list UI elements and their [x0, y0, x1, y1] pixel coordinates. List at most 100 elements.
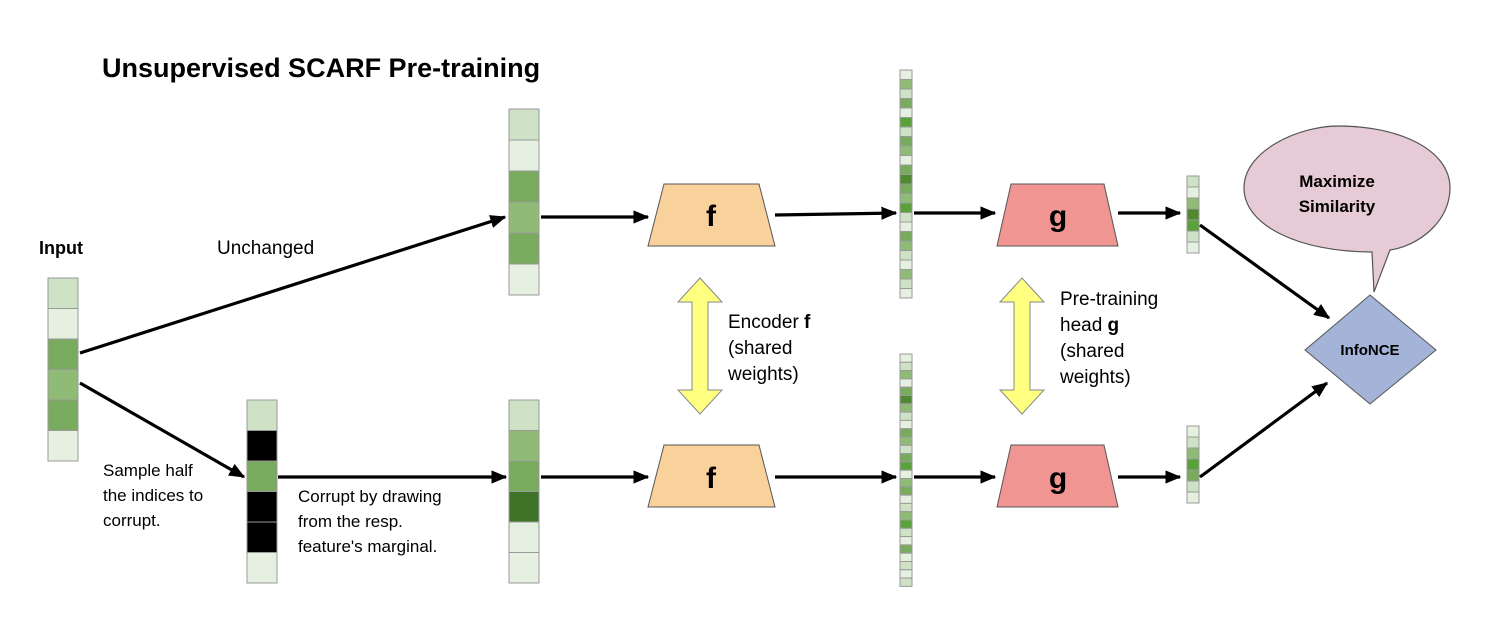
encoder-caption-word: Encoder [728, 312, 804, 333]
projection-bottom-vector [1186, 425, 1200, 504]
vector-cell [1186, 241, 1200, 254]
vector-cell [1186, 425, 1200, 438]
vector-cell [899, 494, 913, 504]
vector-cell [899, 552, 913, 563]
vector-cell [899, 250, 913, 261]
vector-cell [1186, 230, 1200, 243]
encoder-bottom-block [647, 444, 776, 508]
vector-cell [899, 444, 913, 455]
vector-cell [899, 511, 913, 521]
vector-cell [1186, 447, 1200, 460]
vector-cell [899, 174, 913, 185]
vector-cell [899, 288, 913, 299]
vector-cell [899, 569, 913, 579]
unchanged-label: Unchanged [217, 238, 314, 259]
input-label: Input [39, 238, 83, 258]
vector-cell [47, 338, 79, 370]
vector-cell [1186, 197, 1200, 210]
arrow-input-to-mask [79, 381, 246, 479]
vector-cell [899, 79, 913, 90]
vector-cell [899, 361, 913, 372]
bubble-label-line-1: Maximize [1299, 172, 1375, 191]
vector-cell [899, 502, 913, 513]
vector-cell [899, 98, 913, 109]
vector-cell [899, 536, 913, 546]
vector-cell [899, 278, 913, 289]
sample-caption-line-3: corrupt. [103, 511, 161, 530]
bubble-label-line-2: Similarity [1299, 197, 1376, 216]
arrow-encoder-to-embedding-top [774, 206, 898, 220]
vector-cell [899, 145, 913, 156]
vector-cell [899, 202, 913, 213]
vector-cell [47, 308, 79, 340]
encoder-caption-line-3: weights) [727, 364, 799, 385]
vector-cell [899, 155, 913, 166]
vector-cell [899, 212, 913, 223]
vector-cell [508, 108, 540, 141]
vector-cell [899, 395, 913, 405]
vector-cell [47, 399, 79, 431]
vector-cell [899, 486, 913, 496]
vector-cell [899, 527, 913, 538]
vector-cell [246, 430, 278, 462]
encoder-caption-line-1: Encoder f [728, 312, 811, 333]
vector-cell [899, 183, 913, 194]
corrupt-caption-line-2: from the resp. [298, 512, 403, 531]
vector-cell [899, 386, 913, 397]
unchanged-vector [508, 108, 540, 296]
embedding-top-vector [899, 69, 913, 299]
vector-cell [899, 126, 913, 137]
vector-cell [1186, 208, 1200, 221]
vector-cell [899, 107, 913, 118]
vector-cell [508, 430, 540, 462]
vector-cell [899, 478, 913, 488]
vector-cell [899, 561, 913, 571]
head-caption-line-4: weights) [1059, 367, 1131, 388]
vector-cell [1186, 491, 1200, 504]
vector-cell [899, 240, 913, 251]
corrupted-vector [508, 399, 540, 584]
vector-cell [1186, 175, 1200, 188]
vector-cell [246, 460, 278, 492]
vector-cell [246, 399, 278, 431]
page-title: Unsupervised SCARF Pre-training [102, 53, 540, 83]
vector-cell [899, 231, 913, 242]
vector-cell [508, 552, 540, 584]
vector-cell [899, 259, 913, 270]
vector-cell [899, 577, 913, 587]
vector-cell [899, 193, 913, 204]
projection-top-vector [1186, 175, 1200, 254]
vector-cell [508, 521, 540, 553]
encoder-bottom-label: f [706, 462, 717, 495]
vector-cell [508, 399, 540, 431]
infonce-loss-node [1304, 294, 1437, 405]
vector-cell [899, 428, 913, 438]
vector-cell [899, 453, 913, 463]
vector-cell [899, 461, 913, 471]
sample-caption-line-1: Sample half [103, 461, 193, 480]
vector-cell [899, 411, 913, 421]
encoder-top-label: f [706, 200, 717, 233]
head-caption-line-1: Pre-training [1060, 289, 1158, 310]
corruption-mask-vector [246, 399, 278, 584]
vector-cell [508, 201, 540, 234]
shared-weights-head-double-arrow [998, 277, 1046, 415]
vector-cell [899, 544, 913, 554]
head-bottom-block [996, 444, 1119, 508]
vector-cell [1186, 458, 1200, 471]
vector-cell [1186, 186, 1200, 199]
vector-cell [508, 232, 540, 265]
vector-cell [1186, 436, 1200, 449]
encoder-top-block [647, 183, 776, 247]
encoder-caption-symbol: f [804, 312, 811, 333]
vector-cell [899, 370, 913, 380]
maximize-similarity-bubble [1243, 125, 1451, 293]
arrow-input-to-unchanged [79, 215, 507, 355]
vector-cell [899, 88, 913, 99]
vector-cell [899, 69, 913, 80]
arrow-projection-top-to-loss [1199, 223, 1331, 320]
input-vector [47, 277, 79, 462]
head-caption-word: head [1060, 315, 1108, 336]
vector-cell [899, 403, 913, 413]
head-top-block [996, 183, 1119, 247]
